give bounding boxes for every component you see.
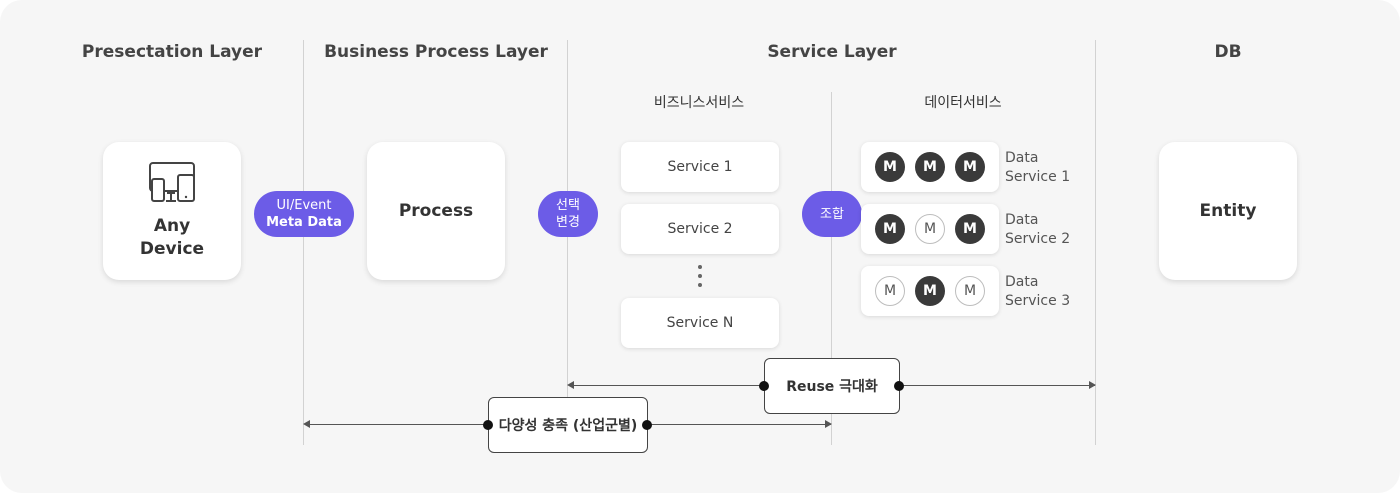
- module-badge: M: [875, 152, 905, 182]
- ellipsis-dot: [698, 283, 702, 287]
- divider-service-db: [1095, 40, 1096, 445]
- subtitle-data-services: 데이터서비스: [924, 95, 1002, 111]
- data-service-row-3: M M M: [861, 266, 999, 316]
- select-change-line1: 선택: [556, 198, 580, 213]
- data-service-3-line1: Data: [1005, 274, 1039, 290]
- entity-box: Entity: [1159, 142, 1297, 280]
- diversity-connector-dot: [483, 420, 493, 430]
- layer-title-service: Service Layer: [767, 42, 897, 62]
- select-change-pill: 선택 변경: [538, 191, 598, 237]
- subtitle-business-services: 비즈니스서비스: [653, 95, 745, 111]
- devices-icon: [148, 161, 196, 207]
- reuse-label: Reuse 극대화: [786, 379, 878, 395]
- device-box: Any Device: [103, 142, 241, 280]
- data-service-label-2: Data Service 2: [1005, 211, 1070, 249]
- module-badge: M: [875, 276, 905, 306]
- module-badge: M: [875, 214, 905, 244]
- data-service-1-line2: Service 1: [1005, 169, 1071, 185]
- divider-business-service: [567, 40, 568, 445]
- ellipsis-dot: [698, 274, 702, 278]
- process-box: Process: [367, 142, 505, 280]
- device-label-line2: Device: [139, 239, 205, 259]
- module-badge: M: [955, 152, 985, 182]
- reuse-connector-dot: [759, 381, 769, 391]
- reuse-tag: Reuse 극대화: [764, 358, 900, 414]
- reuse-arrow-left-head: [567, 381, 574, 389]
- device-label-line1: Any: [153, 216, 191, 236]
- ui-event-line2: Meta Data: [266, 215, 342, 230]
- module-badge: M: [915, 276, 945, 306]
- data-service-2-line2: Service 2: [1005, 231, 1071, 247]
- data-service-1-line1: Data: [1005, 150, 1039, 166]
- diversity-arrow-left-head: [303, 420, 310, 428]
- service-box-2: Service 2: [621, 204, 779, 254]
- select-change-line2: 변경: [556, 215, 580, 230]
- process-label: Process: [398, 201, 474, 221]
- data-service-3-line2: Service 3: [1005, 293, 1071, 309]
- module-badge: M: [915, 152, 945, 182]
- module-badge: M: [955, 214, 985, 244]
- module-badge: M: [955, 276, 985, 306]
- layer-title-db: DB: [1214, 42, 1242, 62]
- combine-label: 조합: [820, 206, 844, 222]
- service-box-n: Service N: [621, 298, 779, 348]
- service-box-1: Service 1: [621, 142, 779, 192]
- data-service-label-3: Data Service 3: [1005, 273, 1070, 311]
- combine-pill: 조합: [802, 191, 862, 237]
- entity-label: Entity: [1199, 201, 1257, 221]
- diversity-tag: 다양성 충족 (산업군별): [488, 397, 648, 453]
- diversity-connector-dot: [642, 420, 652, 430]
- diversity-label: 다양성 충족 (산업군별): [498, 418, 638, 434]
- ui-event-pill: UI/Event Meta Data: [254, 191, 354, 237]
- layer-title-presentation: Presectation Layer: [81, 42, 263, 62]
- reuse-connector-dot: [894, 381, 904, 391]
- data-service-label-1: Data Service 1: [1005, 149, 1070, 187]
- data-service-row-1: M M M: [861, 142, 999, 192]
- module-badge: M: [915, 214, 945, 244]
- ui-event-line1: UI/Event: [276, 198, 332, 213]
- data-service-row-2: M M M: [861, 204, 999, 254]
- layer-title-business: Business Process Layer: [324, 42, 548, 62]
- ellipsis-dot: [698, 265, 702, 269]
- divider-business-data-services: [831, 92, 832, 445]
- reuse-arrow-right-head: [1089, 381, 1096, 389]
- data-service-2-line1: Data: [1005, 212, 1039, 228]
- divider-presentation-business: [303, 40, 304, 445]
- diversity-arrow-right-head: [825, 420, 832, 428]
